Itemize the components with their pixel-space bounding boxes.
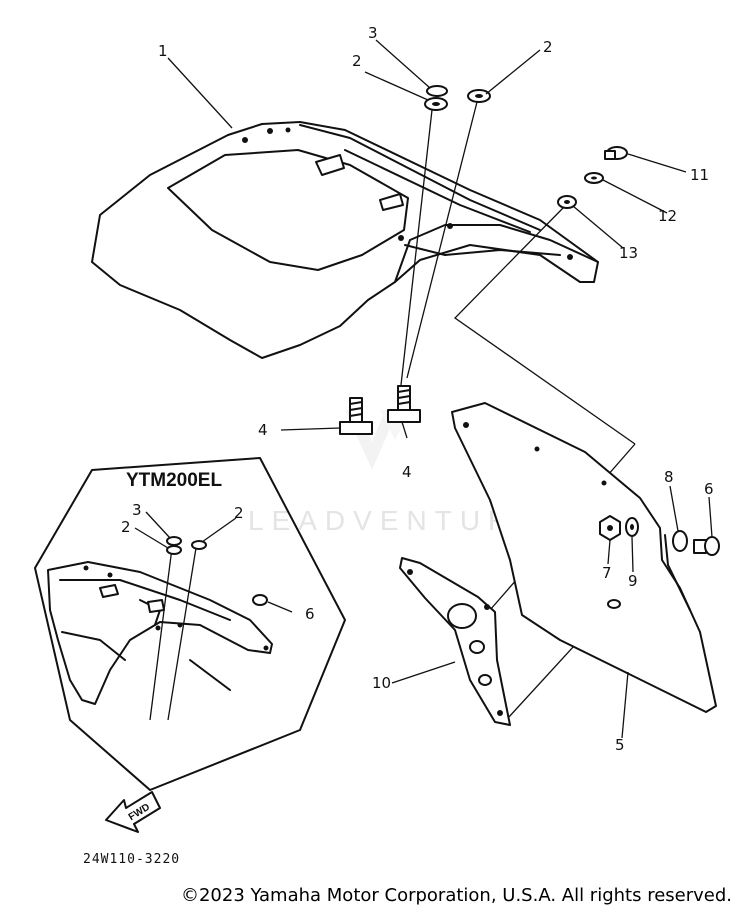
washer-right <box>467 89 491 103</box>
callout-4-right: 4 <box>402 463 412 481</box>
watermark-text: LEADVENTURE <box>248 505 543 536</box>
collar-13 <box>557 195 577 209</box>
leader-lines <box>167 39 713 739</box>
bolt-left <box>339 397 373 435</box>
bolt-6 <box>693 536 720 556</box>
callout-2-left: 2 <box>352 52 362 70</box>
callout-9: 9 <box>628 572 638 590</box>
fwd-arrow-icon: FWD <box>105 791 161 833</box>
front-fender <box>91 121 599 359</box>
copyright-notice: ©2023 Yamaha Motor Corporation, U.S.A. A… <box>180 885 732 906</box>
nut-7 <box>599 515 621 541</box>
inset-callout-2-right: 2 <box>234 504 244 522</box>
callout-13: 13 <box>619 244 638 262</box>
callout-8: 8 <box>664 468 674 486</box>
inset-ytm200el: YTM200EL 3 2 2 6 <box>34 457 346 791</box>
callout-1: 1 <box>158 42 168 60</box>
callouts: 1 3 2 2 4 4 11 12 13 8 6 7 9 10 5 <box>158 24 714 754</box>
callout-12: 12 <box>658 207 677 225</box>
bolt-right <box>387 385 421 423</box>
washer-12 <box>584 172 604 184</box>
callout-7: 7 <box>602 564 612 582</box>
axis-line-left <box>400 109 433 386</box>
callout-4-left: 4 <box>258 421 268 439</box>
callout-3: 3 <box>368 24 378 42</box>
axis-line-right <box>406 101 478 379</box>
screw-11 <box>604 146 628 160</box>
callout-11: 11 <box>690 166 709 184</box>
number-plate <box>451 402 717 713</box>
inset-title: YTM200EL <box>126 470 222 491</box>
assembly-line-upper <box>453 207 636 445</box>
callout-5: 5 <box>615 736 625 754</box>
callout-2-right: 2 <box>543 38 553 56</box>
callout-6: 6 <box>704 480 714 498</box>
bracket <box>399 557 511 726</box>
callout-10: 10 <box>372 674 391 692</box>
part-code: 24W110-3220 <box>83 852 180 867</box>
inset-callout-3: 3 <box>132 501 142 519</box>
inset-callout-2-left: 2 <box>121 518 131 536</box>
inset-callout-6: 6 <box>305 605 315 623</box>
washer-9 <box>625 517 639 537</box>
watermark: LEADVENTURE <box>248 410 543 536</box>
nut-washer-stack-left <box>424 85 448 111</box>
washer-8 <box>672 530 688 552</box>
